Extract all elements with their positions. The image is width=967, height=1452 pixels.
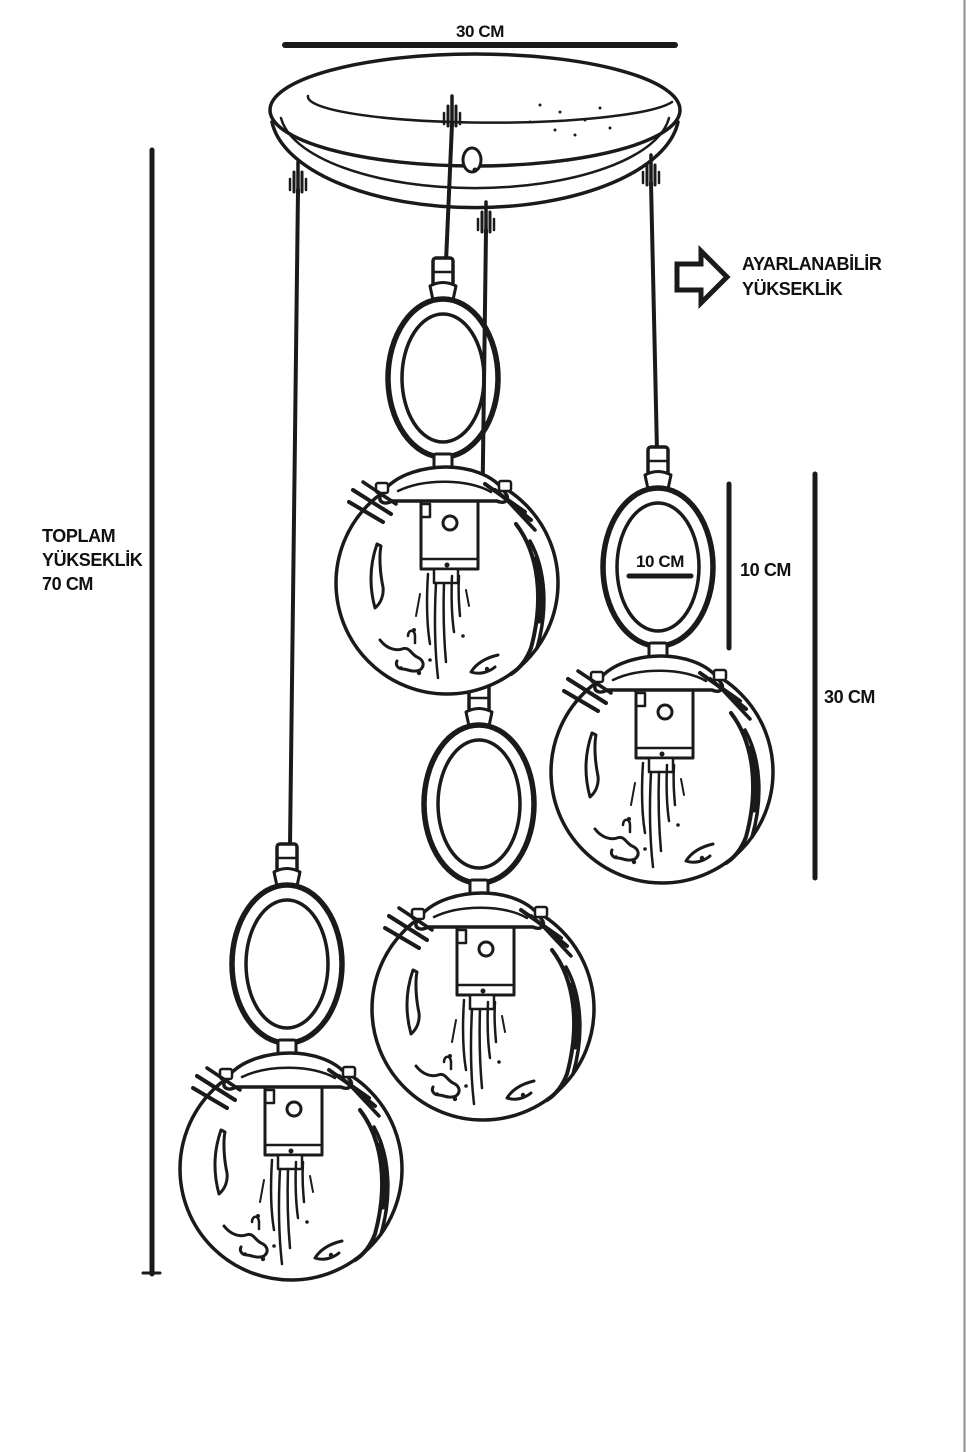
pendant-right (551, 447, 773, 883)
adjustable-height-label-line1: AYARLANABİLİR (742, 254, 882, 274)
canopy-width-label: 30 CM (456, 22, 504, 41)
canopy-mounting-hole (461, 146, 483, 174)
pendant-top (336, 258, 558, 694)
canopy-texture (528, 103, 612, 137)
fixture-drop-label: 30 CM (824, 687, 875, 707)
ceiling-canopy (268, 52, 682, 210)
adjustable-height-label-line2: YÜKSEKLİK (742, 279, 843, 299)
ring-height-label: 10 CM (740, 560, 791, 580)
adjustable-height-arrow-icon (674, 244, 731, 310)
cord-center-back (444, 122, 454, 264)
total-height-label-line3: 70 CM (42, 574, 93, 594)
cord-right (649, 181, 659, 453)
globe-diameter-label: 10 CM (636, 552, 684, 571)
pendant-bottom-left (180, 844, 402, 1280)
total-height-label-line2: YÜKSEKLİK (42, 550, 143, 570)
cord-left (288, 188, 300, 848)
total-height-label-line1: TOPLAM (42, 526, 115, 546)
